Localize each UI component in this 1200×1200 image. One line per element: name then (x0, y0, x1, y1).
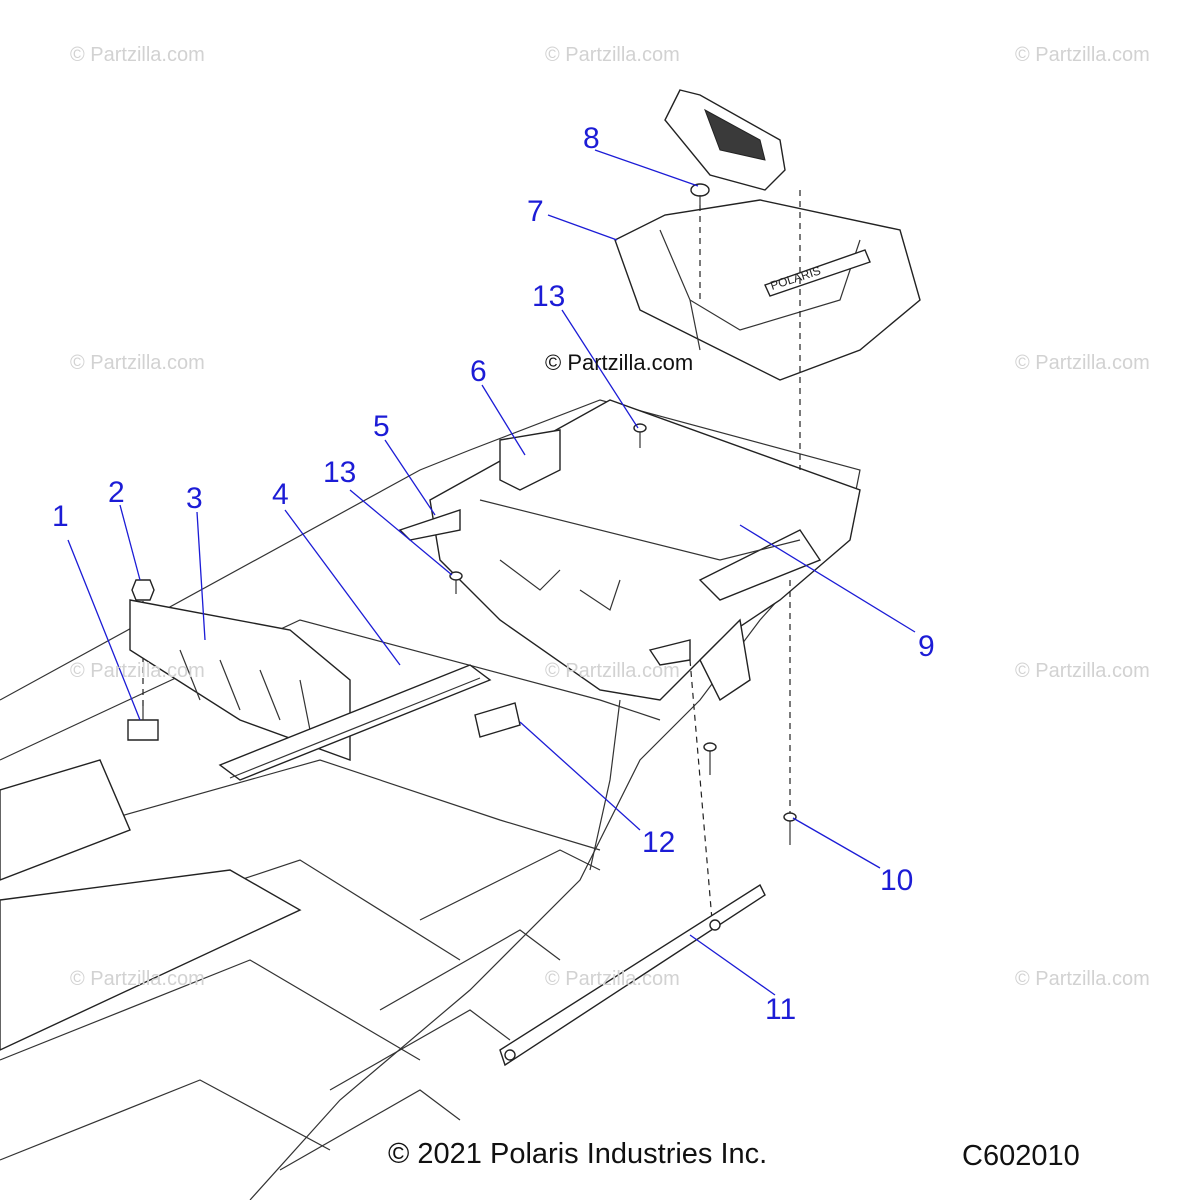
bolt-13-lower (449, 571, 463, 594)
watermark: © Partzilla.com (1015, 968, 1150, 990)
callout-5[interactable]: 5 (373, 410, 390, 443)
watermark: © Partzilla.com (70, 352, 205, 374)
callout-13-lower[interactable]: 13 (323, 456, 357, 489)
tunnel-frame (0, 399, 861, 1200)
rear-cover: POLARIS (614, 199, 921, 381)
callout-9[interactable]: 9 (918, 630, 935, 663)
rear-bumper-assembly (398, 399, 861, 702)
callout-13-upper[interactable]: 13 (532, 280, 566, 313)
nut-2 (131, 579, 155, 601)
bracket-3 (129, 599, 351, 761)
callout-3[interactable]: 3 (186, 482, 203, 515)
callout-12[interactable]: 12 (642, 826, 676, 859)
watermark: © Partzilla.com (70, 44, 205, 66)
leader-lines (67, 149, 916, 996)
callout-7[interactable]: 7 (527, 195, 544, 228)
watermark: © Partzilla.com (545, 660, 680, 682)
tail-light-lens (664, 89, 786, 191)
callout-6[interactable]: 6 (470, 355, 487, 388)
figure-id: C602010 (962, 1140, 1080, 1172)
push-rivet-8 (690, 183, 710, 205)
watermark: © Partzilla.com (1015, 660, 1150, 682)
stud-1 (127, 700, 159, 741)
callout-4[interactable]: 4 (272, 478, 289, 511)
trim-strip-11 (499, 883, 766, 1067)
watermark: © Partzilla.com (545, 44, 680, 66)
watermark: © Partzilla.com (1015, 44, 1150, 66)
callout-8[interactable]: 8 (583, 122, 600, 155)
callout-2[interactable]: 2 (108, 476, 125, 509)
decal-12 (474, 702, 521, 738)
rail-4 (218, 664, 492, 781)
watermark: © Partzilla.com (70, 660, 205, 682)
watermark: © Partzilla.com (545, 968, 680, 990)
callout-1[interactable]: 1 (52, 500, 69, 533)
watermark: © Partzilla.com (70, 968, 205, 990)
watermark: © Partzilla.com (1015, 352, 1150, 374)
callout-10[interactable]: 10 (880, 864, 914, 897)
center-watermark: © Partzilla.com (545, 350, 694, 375)
callout-11[interactable]: 11 (765, 993, 797, 1026)
copyright-text: © 2021 Polaris Industries Inc. (388, 1138, 768, 1170)
bolt-10 (703, 742, 797, 845)
